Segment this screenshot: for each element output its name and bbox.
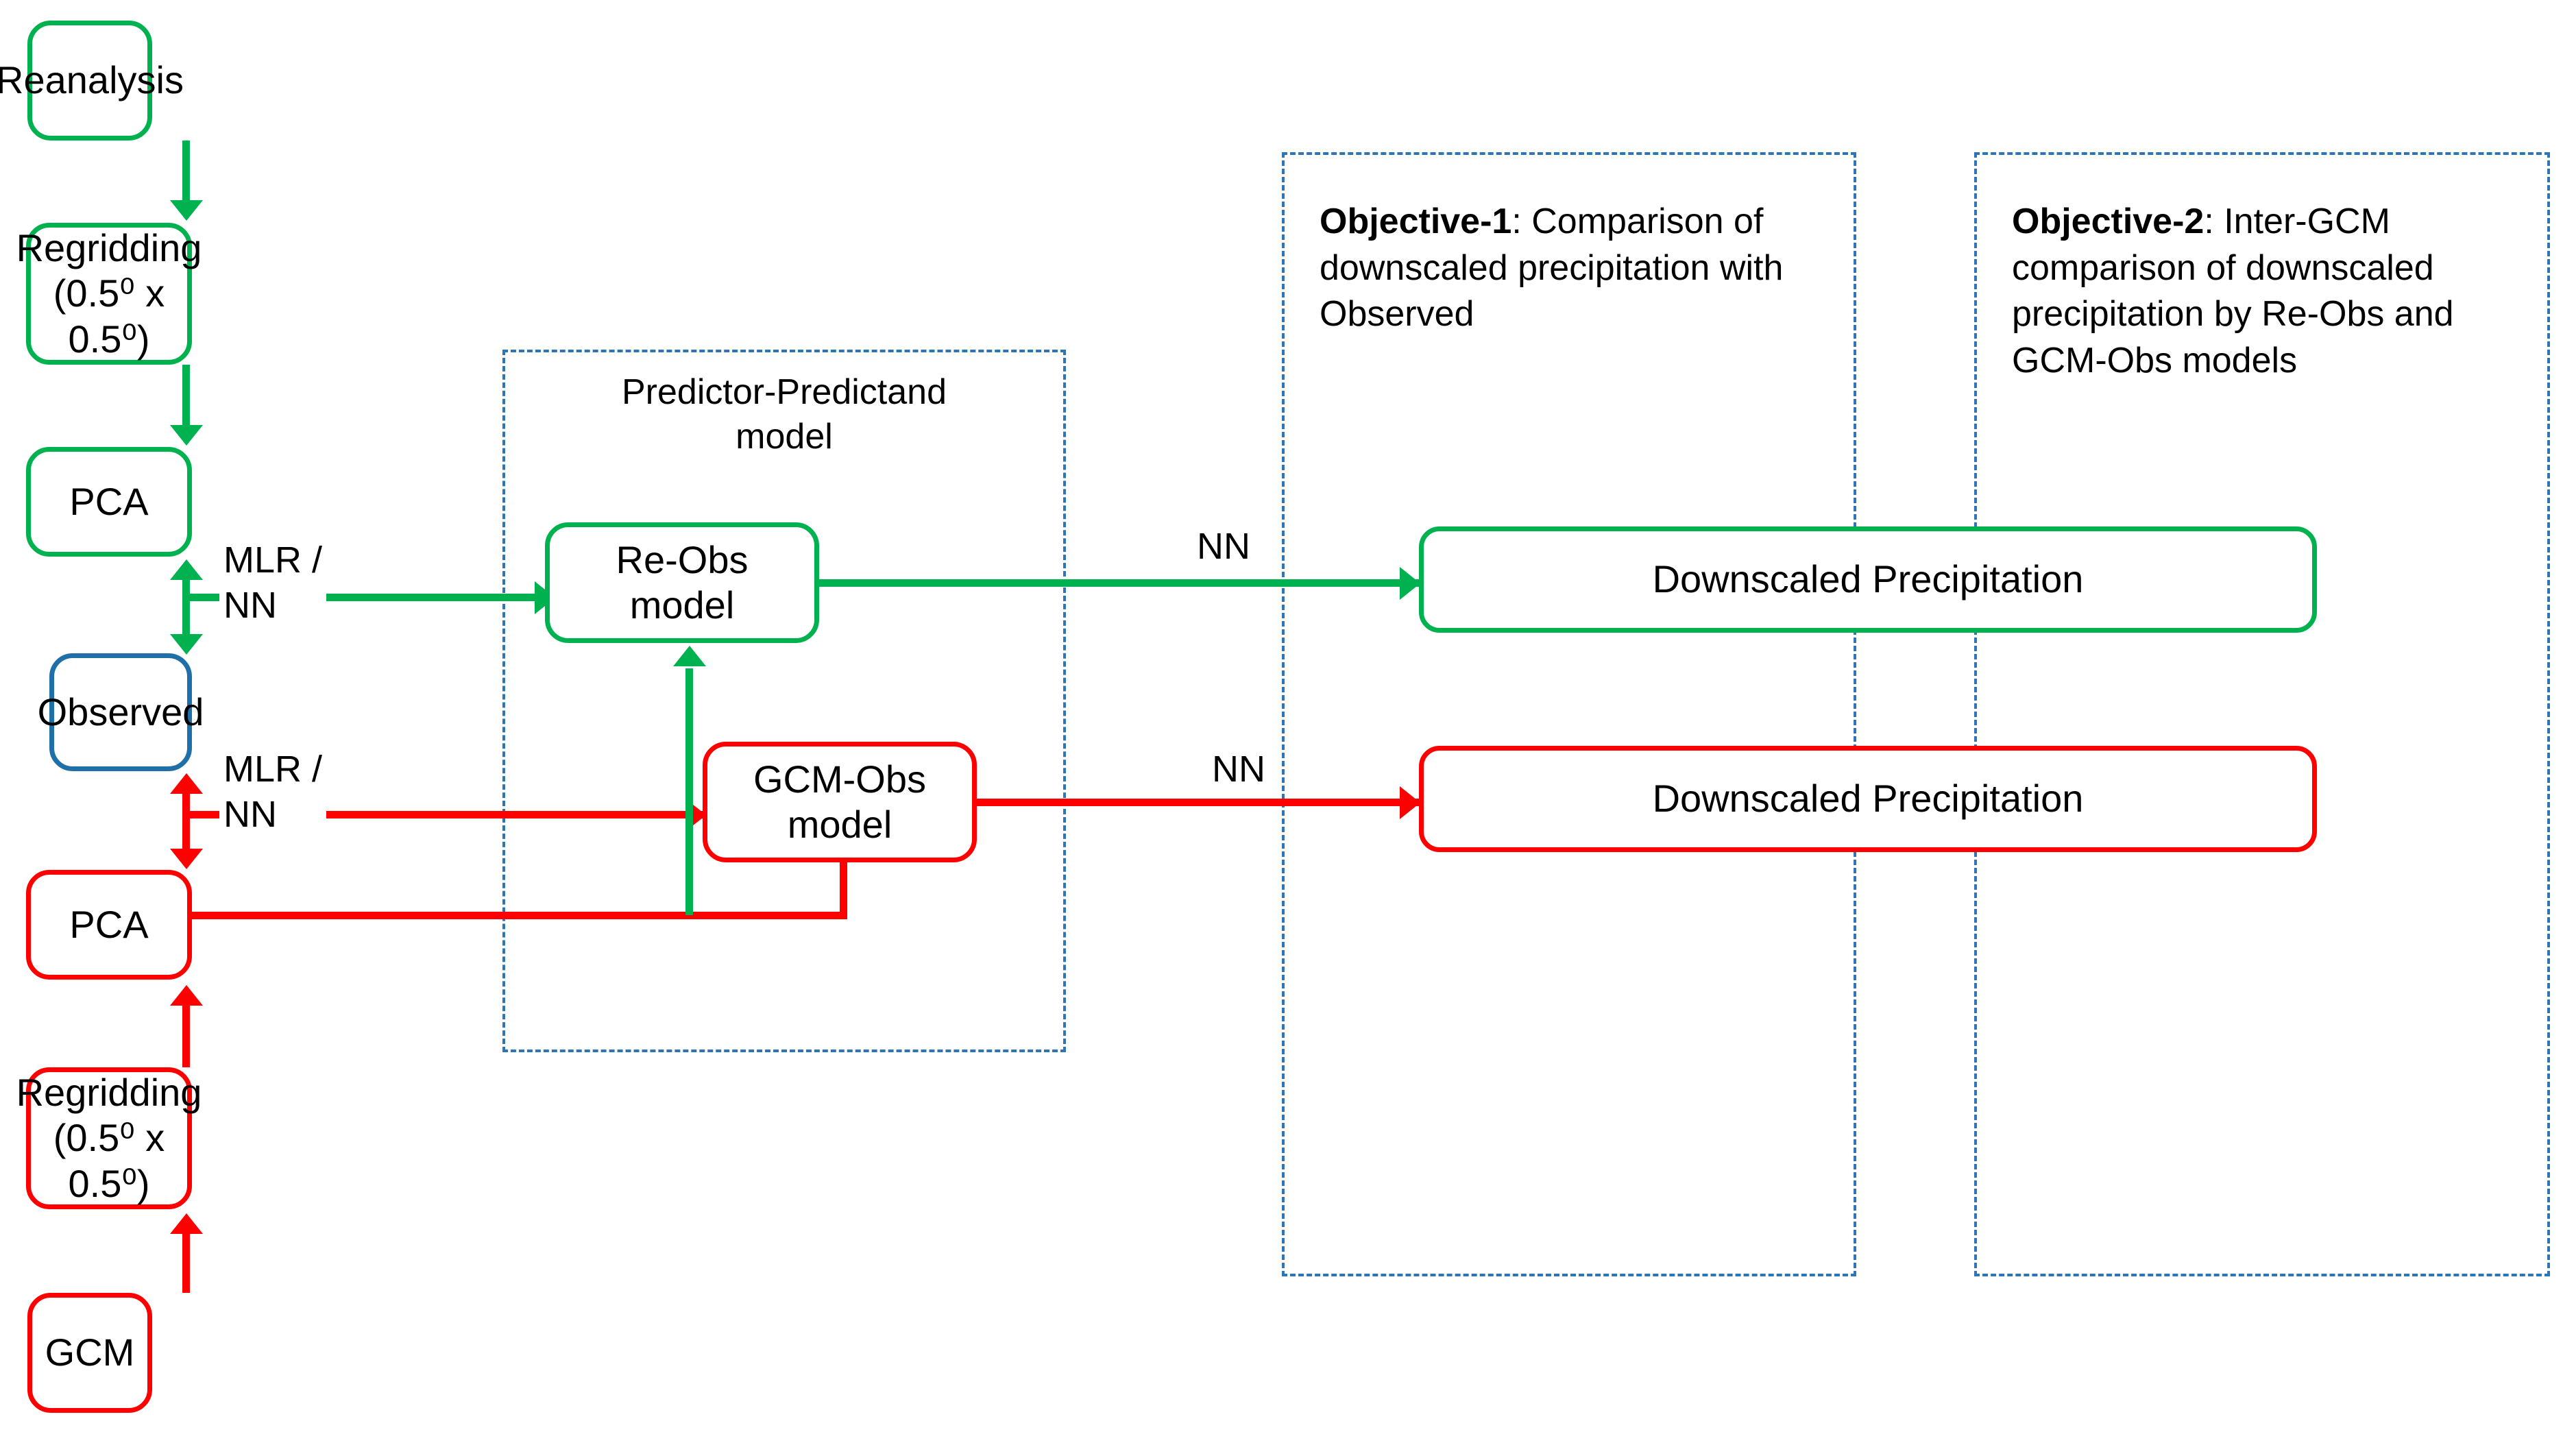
label-red-output-method: NN [1208, 747, 1270, 792]
node-gcm[interactable]: GCM [27, 1293, 152, 1413]
arrowhead-pca-red-down [170, 849, 203, 869]
label-green-method-line1: MLR / [223, 539, 323, 581]
edge-gcm-to-regridding [182, 1231, 190, 1293]
objective-2-text: Objective-2: Inter-GCM comparison of dow… [2012, 199, 2553, 384]
edge-regridding-to-pca-green [182, 365, 190, 428]
objective-1-bold: Objective-1 [1320, 202, 1512, 241]
panel-predictor-predictand [502, 350, 1066, 1052]
edge-pcagcm-to-gcmobs-horizontal [189, 912, 847, 919]
edge-pcagcm-to-gcmobs-riser [840, 861, 847, 916]
label-red-method-line1: MLR / [223, 749, 323, 790]
regridding-reanalysis-line2: (0.5⁰ x 0.5⁰) [53, 271, 165, 361]
gcm-obs-line1: GCM-Obs [753, 757, 926, 801]
edge-green-riser-to-reobs [685, 668, 693, 915]
label-red-method: MLR / NN [219, 747, 327, 838]
node-pca-reanalysis[interactable]: PCA [26, 447, 192, 557]
objective-1-body: : Comparison of downscaled precipitation… [1320, 202, 1784, 335]
panel-objective-2 [1974, 152, 2550, 1276]
node-gcm-obs-model[interactable]: GCM-Obs model [703, 742, 977, 862]
node-pca-gcm[interactable]: PCA [26, 870, 192, 980]
label-green-output-method: NN [1193, 524, 1254, 570]
regridding-reanalysis-line1: Regridding [16, 226, 202, 270]
edge-pca-observed-green [182, 565, 190, 642]
edge-red-branch-to-gcmobs [186, 811, 703, 818]
panel-objective-1 [1282, 152, 1856, 1276]
label-green-method: MLR / NN [219, 538, 327, 629]
pp-title-line2: model [736, 417, 833, 457]
predictor-predictand-title: Predictor-Predictand model [502, 370, 1066, 459]
node-reanalysis[interactable]: Reanalysis [0, 21, 184, 141]
output-downscaled-precipitation-green[interactable]: Downscaled Precipitation [1419, 526, 2317, 633]
arrowhead-red-into-output [1400, 786, 1420, 819]
edge-regridding-to-pca-red [182, 1002, 190, 1067]
arrowhead-observed-green-down [170, 634, 203, 655]
edge-green-branch-to-reobs [186, 594, 559, 601]
edge-gcmobs-to-output-red [973, 799, 1426, 806]
arrowhead-regridding-to-pca-green [170, 425, 203, 446]
label-red-method-line2: NN [223, 793, 277, 835]
node-observed[interactable]: Observed [38, 653, 204, 771]
regridding-gcm-line1: Regridding [16, 1071, 202, 1115]
node-re-obs-model[interactable]: Re-Obs model [545, 522, 819, 643]
arrowhead-gcm-to-regridding [170, 1213, 203, 1234]
pp-title-line1: Predictor-Predictand [622, 372, 947, 412]
edge-reanalysis-to-regridding [182, 141, 190, 202]
re-obs-line2: model [629, 583, 735, 627]
arrowhead-green-into-output [1400, 567, 1420, 600]
objective-2-bold: Objective-2 [2012, 202, 2204, 241]
arrowhead-green-into-reobs-bottom [673, 646, 706, 666]
output-downscaled-precipitation-red[interactable]: Downscaled Precipitation [1419, 746, 2317, 852]
objective-2-body: : Inter-GCM comparison of downscaled pre… [2012, 202, 2454, 380]
re-obs-line1: Re-Obs [616, 537, 749, 581]
label-green-method-line2: NN [223, 584, 277, 626]
node-regridding-reanalysis[interactable]: Regridding (0.5⁰ x 0.5⁰) [16, 223, 202, 365]
node-regridding-gcm[interactable]: Regridding (0.5⁰ x 0.5⁰) [16, 1067, 202, 1209]
edge-reobs-to-output-green [816, 579, 1426, 587]
gcm-obs-line2: model [787, 803, 892, 846]
arrowhead-reanalysis-to-regridding [170, 200, 203, 221]
objective-1-text: Objective-1: Comparison of downscaled pr… [1320, 199, 1841, 338]
regridding-gcm-line2: (0.5⁰ x 0.5⁰) [53, 1116, 165, 1205]
